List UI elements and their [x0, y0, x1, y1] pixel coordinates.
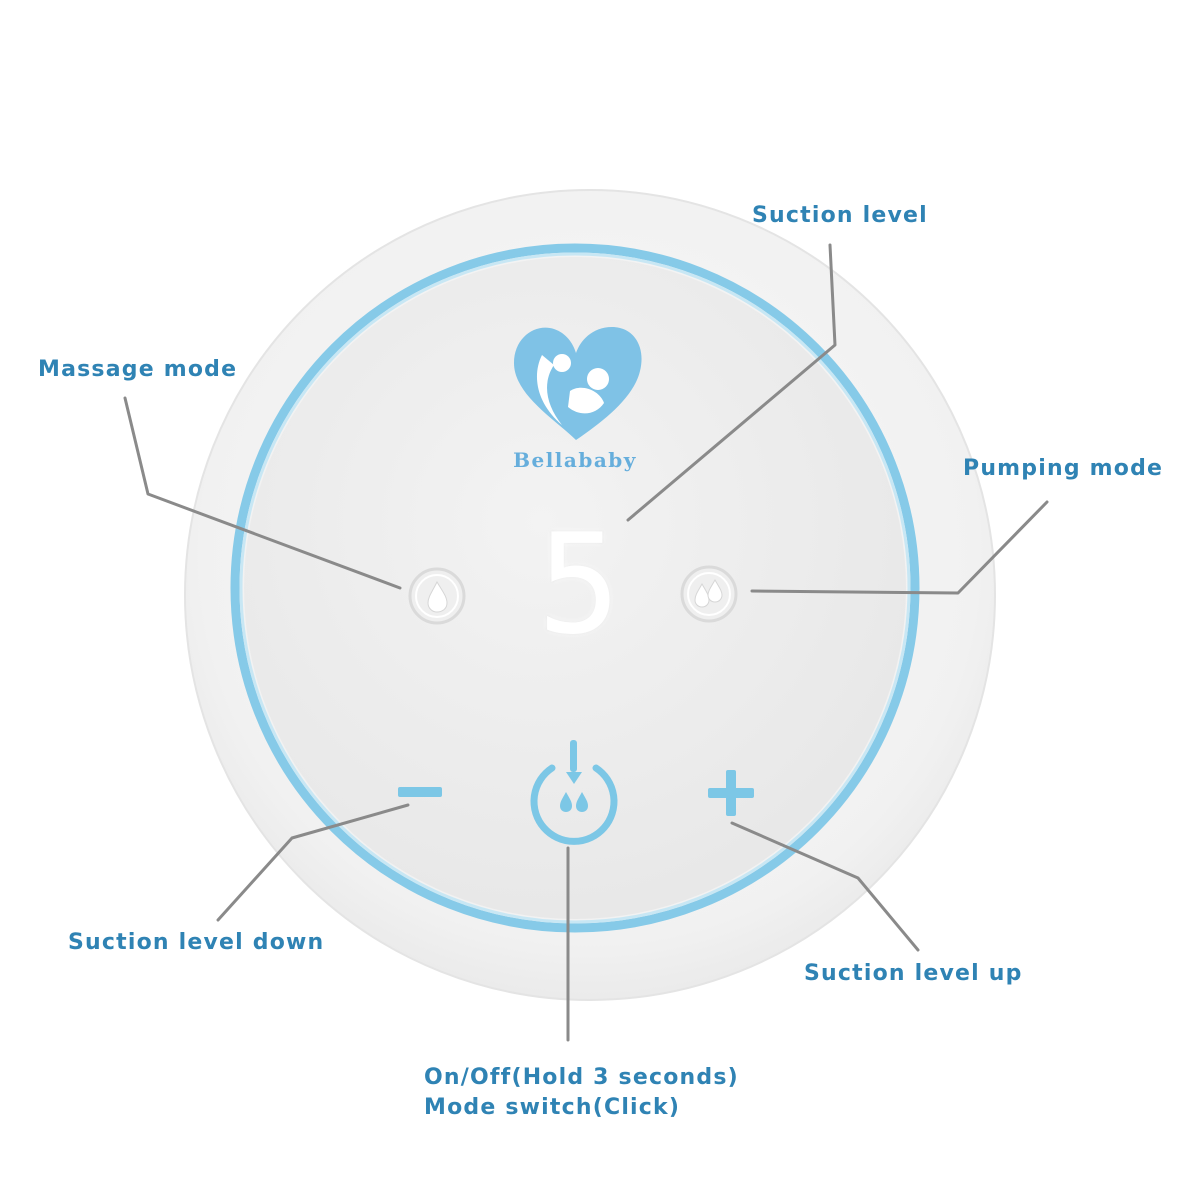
label-power-line2: Mode switch(Click)	[424, 1095, 681, 1120]
suction-down-button[interactable]	[390, 765, 450, 820]
mother-baby-heart-icon	[514, 327, 642, 440]
plus-icon	[708, 770, 754, 816]
pumping-button-graphic	[680, 565, 738, 623]
power-drop-icon	[530, 740, 618, 845]
label-massage-mode: Massage mode	[38, 357, 238, 382]
leader-suction-level	[626, 243, 837, 522]
double-drop-icon	[694, 578, 723, 608]
power-mode-button[interactable]	[528, 735, 620, 827]
label-suction-level-up: Suction level up	[804, 961, 1023, 986]
label-pumping-mode: Pumping mode	[963, 456, 1164, 481]
leader-suction-up	[730, 821, 920, 952]
massage-button-graphic	[408, 567, 466, 625]
leader-pumping-mode	[750, 500, 1049, 595]
leader-massage-mode	[123, 396, 402, 590]
label-suction-level: Suction level	[752, 203, 928, 228]
device-blue-ring	[230, 243, 920, 933]
label-power-line1: On/Off(Hold 3 seconds)	[424, 1065, 739, 1090]
label-suction-level-down: Suction level down	[68, 930, 325, 955]
device-ring-highlight	[239, 252, 911, 924]
suction-up-button[interactable]	[702, 763, 760, 821]
massage-mode-button[interactable]	[408, 567, 466, 625]
minus-icon	[398, 787, 442, 797]
leader-suction-down	[216, 803, 410, 922]
brand-name: Bellababy	[513, 448, 637, 472]
device-face	[244, 257, 906, 919]
pumping-mode-button[interactable]	[680, 565, 738, 623]
suction-level-display: 5	[537, 504, 621, 665]
single-drop-icon	[427, 580, 448, 613]
